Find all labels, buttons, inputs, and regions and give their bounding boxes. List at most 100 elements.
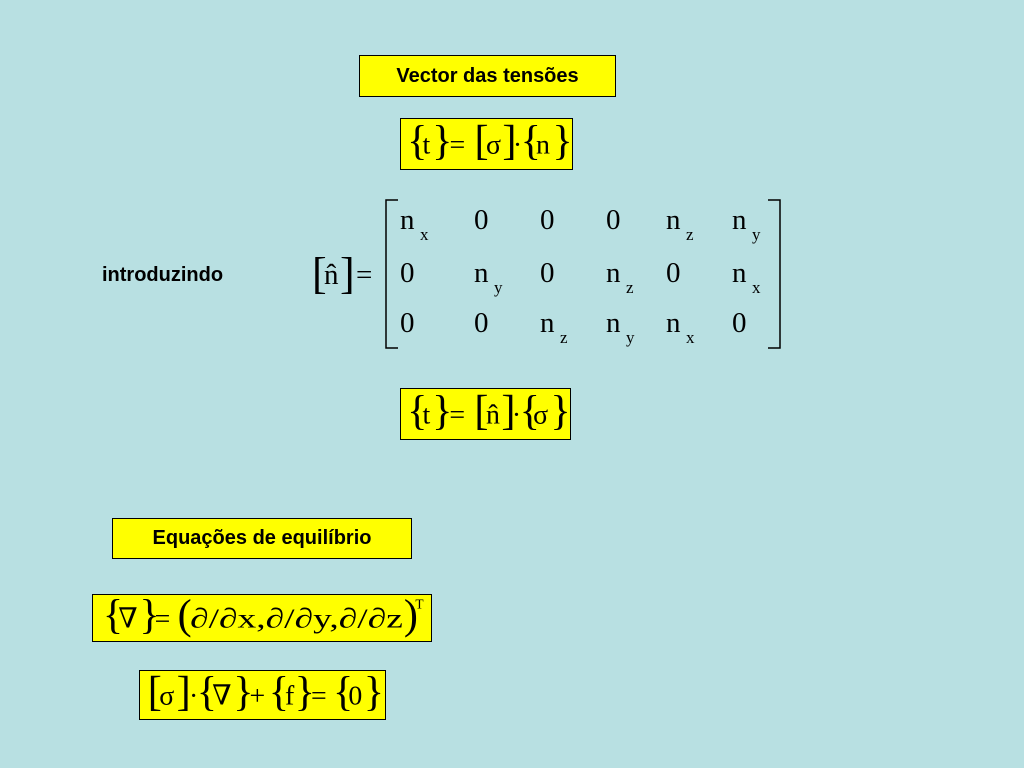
- matrix-cell-subscript: z: [626, 278, 634, 297]
- brace-close: }: [233, 671, 253, 716]
- matrix-cell-base: 0: [732, 307, 747, 339]
- matrix-cell-base: n: [606, 257, 621, 289]
- matrix-bracket-right: [768, 199, 781, 349]
- matrix-cell-subscript: x: [420, 225, 429, 244]
- nhat-equals: =: [356, 259, 372, 291]
- brace-close: }: [364, 671, 384, 716]
- eqm-f: f: [285, 681, 295, 712]
- matrix-cell: 0: [474, 307, 489, 339]
- brace-open: {: [521, 119, 541, 165]
- matrix-cell: 0: [400, 257, 415, 289]
- brace-open: {: [269, 671, 289, 716]
- equilibrium-heading-text: Equações de equilíbrio: [152, 527, 372, 549]
- nhat-bracket-close: ]: [340, 249, 355, 298]
- brace-close: }: [139, 595, 159, 639]
- eq1-n: n: [536, 130, 550, 161]
- brace-close: }: [552, 119, 572, 165]
- matrix-cell-base: n: [400, 204, 415, 236]
- eq2-t: t: [423, 400, 431, 431]
- eq1-equals: =: [449, 130, 465, 161]
- matrix-cell: 0: [540, 204, 555, 236]
- eqm-zero: 0: [348, 681, 362, 712]
- matrix-cell-subscript: y: [494, 278, 503, 297]
- equilibrium-equation: [ σ ] · { ∇ } + { f } = { 0 }: [139, 670, 386, 720]
- matrix-cell-base: 0: [666, 257, 681, 289]
- matrix-cell-base: n: [732, 257, 747, 289]
- equilibrium-equation-svg: [ σ ] · { ∇ } + { f } = { 0 }: [148, 671, 384, 716]
- traction-equation: { t } = [ n̂ ] · { σ }: [400, 388, 571, 440]
- stress-vector-equation-svg: { t } = [ σ ] · { n }: [407, 119, 572, 165]
- traction-equation-svg: { t } = [ n̂ ] · { σ }: [407, 389, 570, 435]
- eqm-equals: =: [311, 681, 327, 712]
- eq2-nhat: n̂: [486, 400, 500, 431]
- paren-open: (: [178, 595, 192, 639]
- matrix-cell-base: n: [540, 307, 555, 339]
- matrix-cell-subscript: y: [752, 225, 761, 244]
- eq1-t: t: [423, 130, 431, 161]
- eq1-dot: ·: [513, 130, 522, 161]
- bracket-close: ]: [177, 671, 191, 716]
- partials-list: ∂/∂x,∂/∂y,∂/∂z: [190, 604, 403, 635]
- brace-close: }: [550, 389, 570, 435]
- eqm-sigma: σ: [159, 681, 174, 712]
- matrix-cell-subscript: x: [686, 328, 695, 347]
- introducing-label-text: introduzindo: [102, 264, 224, 286]
- brace-close: }: [295, 671, 315, 716]
- eqm-nabla: ∇: [212, 681, 231, 712]
- matrix-cell: 0: [474, 204, 489, 236]
- matrix-cell-base: n: [606, 307, 621, 339]
- eqm-dot: ·: [189, 681, 198, 712]
- nhat-bracket-open: [: [312, 249, 327, 298]
- matrix-cell-base: n: [474, 257, 489, 289]
- matrix-cell-base: 0: [606, 204, 621, 236]
- nabla-definition-svg: { ∇ } = ( ∂/∂x,∂/∂y,∂/∂z ) T: [103, 595, 424, 639]
- transpose-superscript: T: [415, 596, 423, 611]
- eq2-sigma: σ: [533, 400, 548, 431]
- matrix-cell-subscript: x: [752, 278, 761, 297]
- matrix-cell-base: 0: [540, 204, 555, 236]
- bracket-open: [: [474, 389, 488, 435]
- matrix-cell-subscript: z: [560, 328, 568, 347]
- matrix-cell-base: n: [732, 204, 747, 236]
- stress-vector-equation: { t } = [ σ ] · { n }: [400, 118, 573, 170]
- nhat-symbol: n̂: [324, 259, 339, 291]
- bracket-close: ]: [501, 389, 515, 435]
- eq1-sigma: σ: [486, 130, 501, 161]
- nabla-equals: =: [155, 604, 171, 635]
- stress-vector-heading-text: Vector das tensões: [396, 64, 579, 87]
- matrix-cell-base: n: [666, 204, 681, 236]
- matrix-cell-subscript: z: [686, 225, 694, 244]
- matrix-cell: 0: [732, 307, 747, 339]
- matrix-cell-base: 0: [400, 257, 415, 289]
- brace-open: {: [520, 389, 540, 435]
- paren-close: ): [404, 595, 418, 639]
- bracket-open: [: [148, 671, 162, 716]
- brace-open: {: [407, 389, 427, 435]
- matrix-cell: 0: [606, 204, 621, 236]
- brace-open: {: [333, 671, 353, 716]
- eq2-dot: ·: [512, 400, 521, 431]
- brace-open: {: [407, 119, 427, 165]
- brace-open: {: [103, 595, 123, 639]
- matrix-cell: 0: [666, 257, 681, 289]
- eq2-equals: =: [449, 400, 465, 431]
- nabla-symbol: ∇: [118, 604, 137, 635]
- matrix-cell-base: 0: [474, 204, 489, 236]
- introducing-label: introduzindo: [102, 264, 223, 287]
- matrix-cell: 0: [400, 307, 415, 339]
- matrix-cell-base: 0: [474, 307, 489, 339]
- equilibrium-heading: Equações de equilíbrio: [112, 518, 412, 559]
- matrix-cell-subscript: y: [626, 328, 635, 347]
- bracket-open: [: [474, 119, 488, 165]
- matrix-cell-base: 0: [400, 307, 415, 339]
